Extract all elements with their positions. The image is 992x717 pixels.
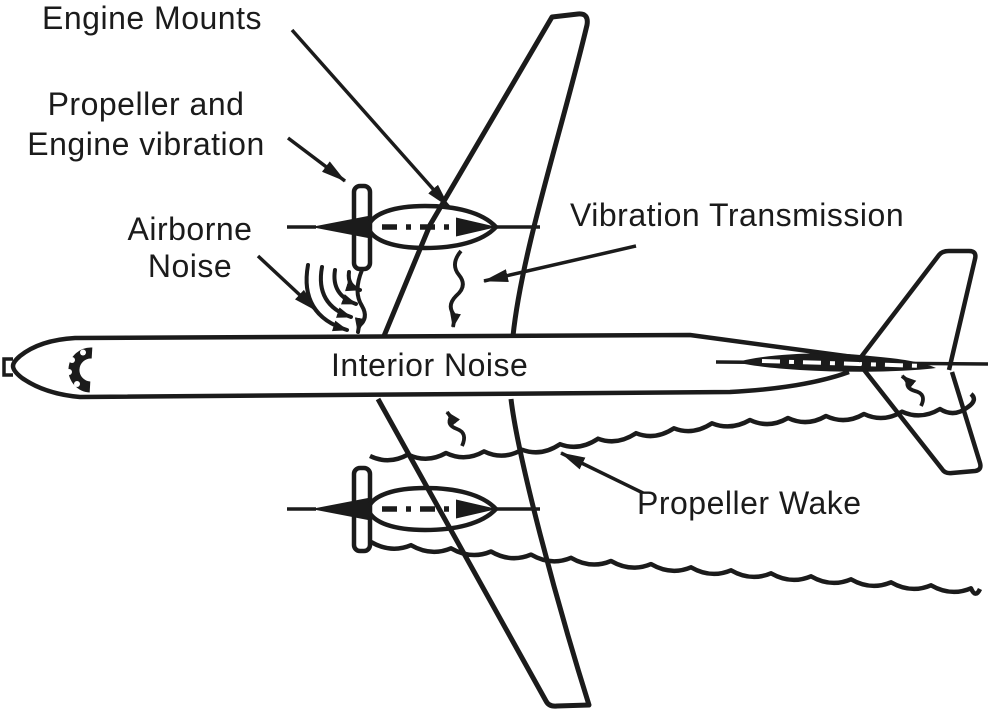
vibration-paths (445, 249, 925, 447)
label-line: Propeller and (47, 86, 245, 122)
vibration-squiggle-wing-to-fuselage-top (448, 249, 465, 328)
label-arrows (256, 28, 644, 495)
noise-wave-stem (354, 268, 367, 334)
vibration-squiggle-wing-to-fuselage-bottom (445, 410, 467, 447)
label-line: Noise (147, 248, 233, 284)
label-propeller-wake: Propeller Wake (637, 485, 862, 521)
cockpit-window-pane (69, 357, 75, 363)
noise-wave-arc (332, 268, 358, 306)
vibration-squiggle-tail (900, 374, 925, 407)
tail (715, 248, 989, 476)
nose-probe (2, 357, 13, 377)
noise-wave-arc (318, 265, 353, 319)
right-wing (375, 397, 592, 709)
cockpit-window-pane (80, 349, 86, 356)
label-interior-noise: Interior Noise (331, 347, 529, 383)
propeller-vibration-arrow (286, 136, 347, 183)
label-line: Airborne (127, 211, 253, 247)
propeller-wake-arrow (560, 451, 644, 495)
label-propeller-engine-vibration: Propeller and Engine vibration (15, 84, 277, 164)
fuselage (2, 332, 854, 400)
engine-nacelle-inboard (287, 468, 540, 551)
vibration-transmission-arrow (483, 244, 637, 283)
stabilizer-left (856, 248, 978, 371)
wake-line-upper (369, 392, 977, 463)
label-vibration-transmission: Vibration Transmission (570, 197, 905, 233)
vertical-fin-section (737, 353, 936, 372)
cockpit-windows (66, 347, 93, 393)
stabilizer-right (859, 364, 983, 476)
airborne-noise-waves (304, 263, 367, 334)
fin-centerline-dashes (761, 359, 926, 368)
engine-nacelle-outboard (287, 186, 540, 269)
airborne-noise-arrow (256, 254, 319, 313)
propeller-wake-lines (369, 392, 983, 596)
engine-mounts-arrow (290, 28, 451, 209)
cockpit-window-pane (66, 369, 72, 375)
label-airborne-noise: Airborne Noise (88, 211, 292, 285)
label-line: Engine vibration (27, 126, 265, 162)
label-engine-mounts: Engine Mounts (42, 0, 262, 36)
wings (375, 11, 592, 709)
wake-line-lower (369, 540, 983, 596)
left-wing (381, 11, 590, 337)
cockpit-window-pane (74, 381, 80, 387)
fuselage-outline (10, 332, 854, 400)
